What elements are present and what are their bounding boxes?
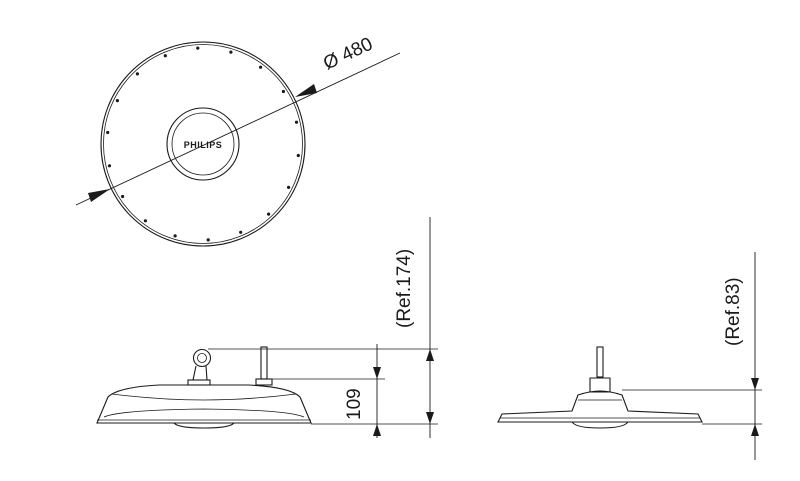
center-hub-outer <box>166 107 240 181</box>
top-view: PHILIPS Ø 480 <box>75 34 401 247</box>
diameter-arrow-upper <box>295 84 317 97</box>
rim-dot <box>267 212 271 216</box>
diameter-arrow-lower <box>88 189 110 202</box>
rim-dot <box>294 120 299 124</box>
rim-dot <box>143 219 147 223</box>
front-lamp-inner-line <box>103 408 305 418</box>
rim-dot <box>239 230 243 234</box>
side-diffuser <box>571 421 629 429</box>
front-lamp-upper-line <box>111 393 297 401</box>
side-height-label: (Ref.83) <box>723 277 744 346</box>
rim-fixing-dots <box>106 46 300 242</box>
rim-dot <box>106 130 110 135</box>
rim-dot <box>173 234 177 238</box>
total-height-label: (Ref.174) <box>394 249 415 328</box>
hook-eyelet <box>187 348 212 386</box>
outer-rim-inner <box>103 44 303 244</box>
cable-gland <box>255 346 273 386</box>
rim-dot <box>287 185 291 189</box>
diameter-dimension-line <box>75 52 401 206</box>
rim-dot <box>107 164 112 168</box>
rim-dot <box>163 54 167 58</box>
front-view: 109 (Ref.174) <box>96 217 438 438</box>
rim-dot <box>121 194 125 199</box>
outer-rim <box>100 41 306 247</box>
rim-dot <box>229 50 233 54</box>
front-diffuser <box>173 422 235 429</box>
side-stem-fitting <box>589 377 611 393</box>
rim-dot <box>206 238 210 242</box>
side-lamp-body <box>497 390 703 423</box>
rim-dot <box>259 65 263 69</box>
rim-dot <box>135 72 139 76</box>
rim-dot <box>196 46 200 50</box>
body-height-label: 109 <box>344 388 365 420</box>
brand-logo: PHILIPS <box>184 140 223 150</box>
front-lamp-body <box>96 384 312 424</box>
rim-dot <box>296 153 300 158</box>
center-hub-inner <box>171 112 235 176</box>
rim-dot <box>281 89 285 94</box>
side-view: (Ref.83) <box>497 252 762 460</box>
rim-dot <box>115 99 119 103</box>
